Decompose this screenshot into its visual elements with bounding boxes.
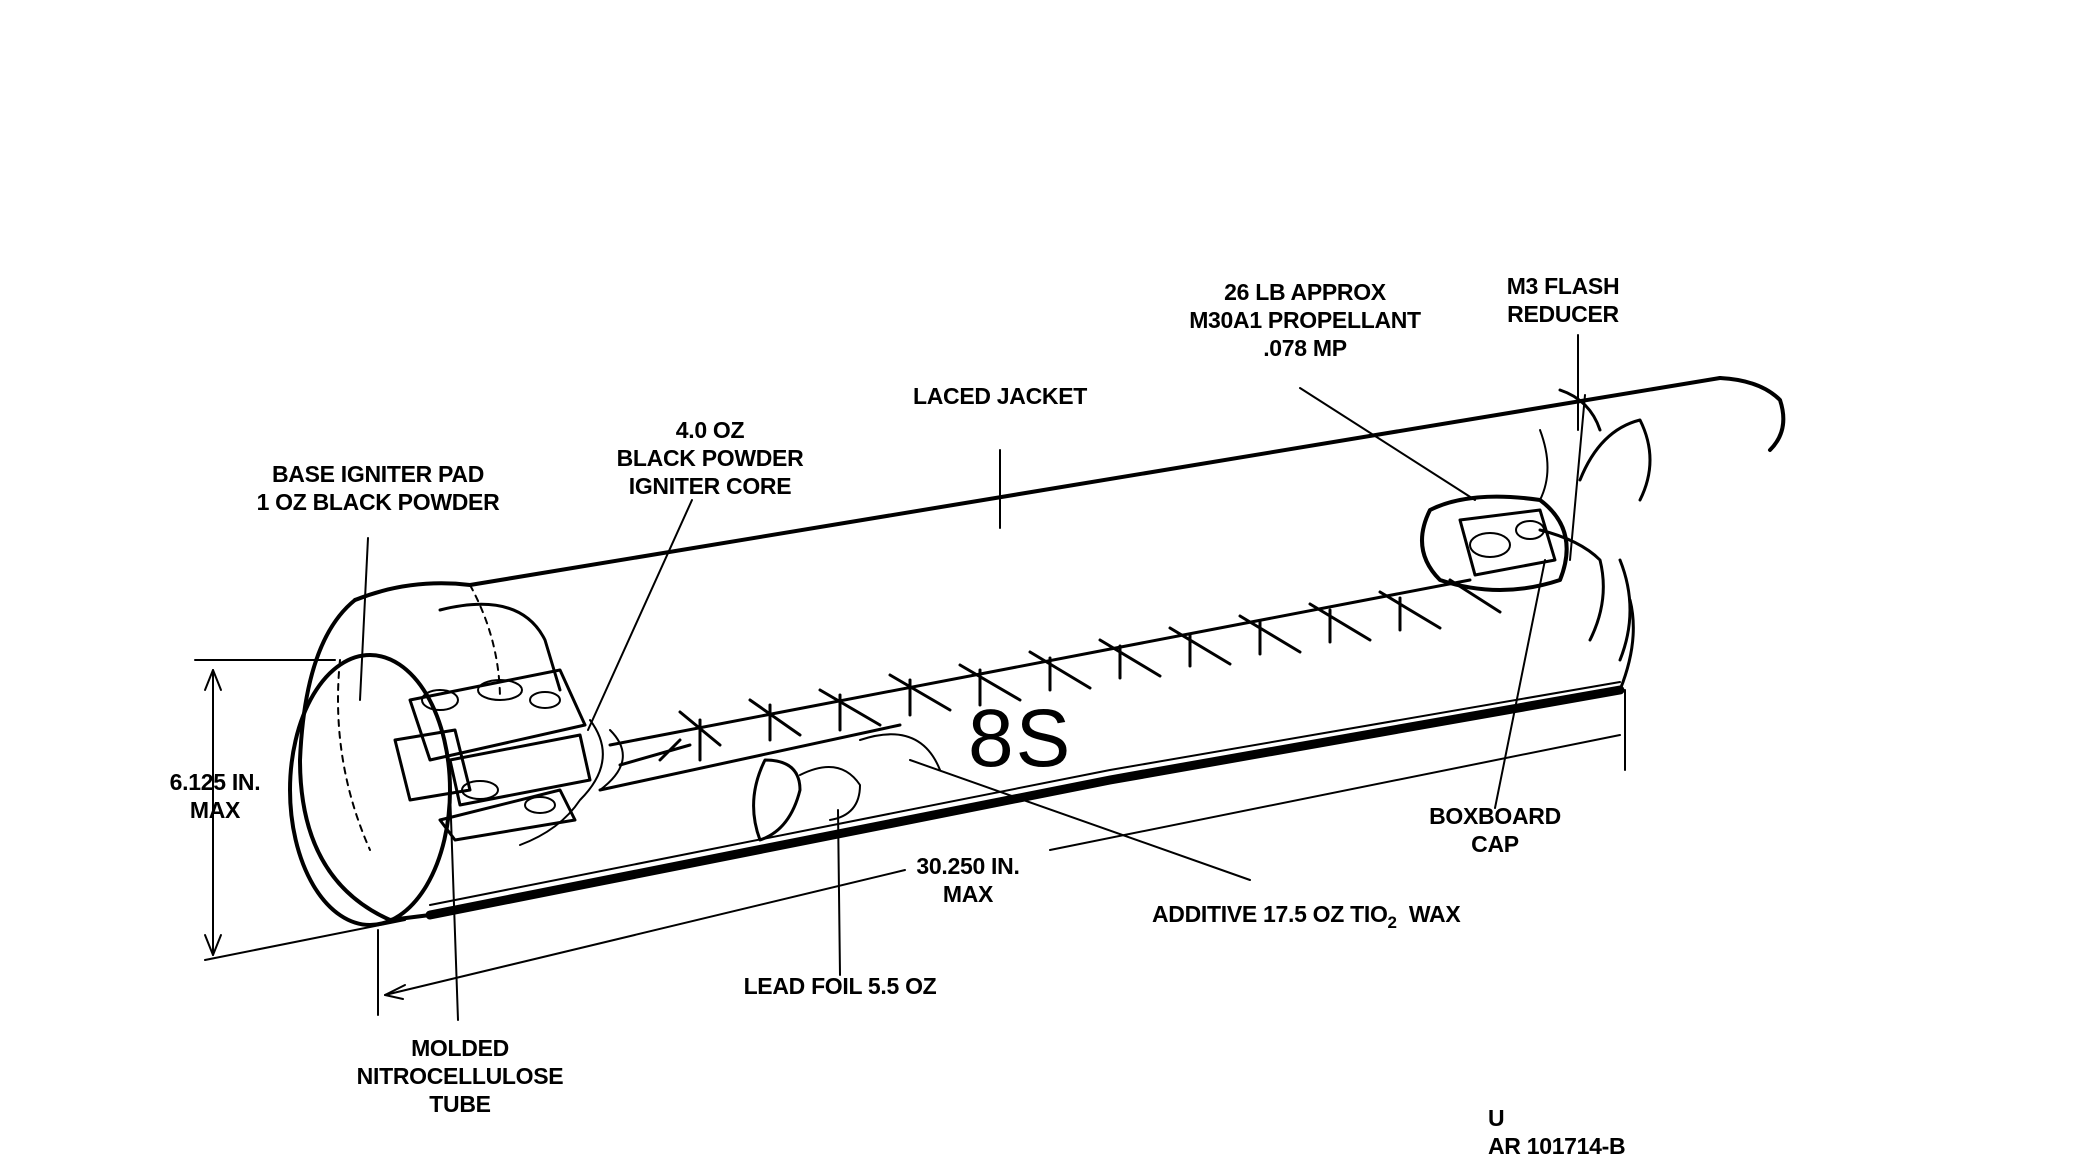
propellant-line2: M30A1 PROPELLANT [1189, 307, 1421, 333]
igniter-core-line2: BLACK POWDER [616, 445, 804, 471]
base-igniter-line1: BASE IGNITER PAD [271, 461, 484, 487]
charge-body [353, 376, 1722, 920]
flash-reducer-line1: M3 FLASH [1506, 273, 1620, 299]
propellant-line3: .078 MP [1263, 335, 1347, 361]
additive-suffix: WAX [1408, 901, 1461, 927]
igniter-core-label: 4.0 OZ BLACK POWDER IGNITER CORE [600, 416, 820, 500]
diameter-dimension [194, 659, 406, 961]
boxboard-cap-label: BOXBOARD CAP [1415, 802, 1575, 858]
flash-reducer-line2: REDUCER [1507, 301, 1619, 327]
diameter-line1: 6.125 IN. [169, 769, 261, 795]
diameter-label: 6.125 IN. MAX [150, 768, 280, 824]
flash-reducer-label: M3 FLASH REDUCER [1488, 272, 1638, 328]
igniter-core [393, 668, 624, 846]
length-dimension [377, 689, 1626, 1016]
propellant-label: 26 LB APPROX M30A1 PROPELLANT .078 MP [1170, 278, 1440, 362]
lead-foil-label: LEAD FOIL 5.5 OZ [743, 973, 937, 999]
propellant-flash-reducer [1420, 376, 1786, 662]
nitrocellulose-tube-line1: MOLDED [411, 1035, 509, 1061]
nitrocellulose-tube-line3: TUBE [429, 1091, 491, 1117]
base-igniter-pad [288, 584, 562, 927]
boxboard-cap-line2: CAP [1471, 831, 1519, 857]
propellant-line1: 26 LB APPROX [1224, 279, 1386, 305]
nitrocellulose-tube-label: MOLDED NITROCELLULOSE TUBE [340, 1034, 580, 1118]
length-label: 30.250 IN. MAX [893, 852, 1043, 908]
length-line1: 30.250 IN. [916, 853, 1020, 879]
lead-foil-cutaway [752, 733, 941, 842]
figure-id-line1: U [1488, 1105, 1505, 1131]
igniter-core-line3: IGNITER CORE [628, 473, 792, 499]
lacing [618, 578, 1502, 767]
additive-subscript: 2 [1387, 913, 1397, 932]
base-igniter-line2: 1 OZ BLACK POWDER [256, 489, 500, 515]
additive-label: ADDITIVE 17.5 OZ TIO2 WAX [1152, 900, 1461, 937]
leader-lines [359, 334, 1579, 1021]
boxboard-cap-line1: BOXBOARD [1429, 803, 1561, 829]
length-line2: MAX [942, 881, 994, 907]
nitrocellulose-tube-line2: NITROCELLULOSE [356, 1063, 564, 1089]
figure-id-line2: AR 101714-B [1488, 1133, 1626, 1159]
figure-id: U AR 101714-B [1488, 1104, 1626, 1160]
igniter-core-line1: 4.0 OZ [675, 417, 745, 443]
laced-jacket-label: LACED JACKET [912, 383, 1088, 409]
base-igniter-label: BASE IGNITER PAD 1 OZ BLACK POWDER [238, 460, 518, 516]
additive-prefix: ADDITIVE 17.5 OZ TIO [1152, 901, 1388, 927]
diameter-line2: MAX [189, 797, 241, 823]
charge-marking: 8S [968, 693, 1073, 784]
